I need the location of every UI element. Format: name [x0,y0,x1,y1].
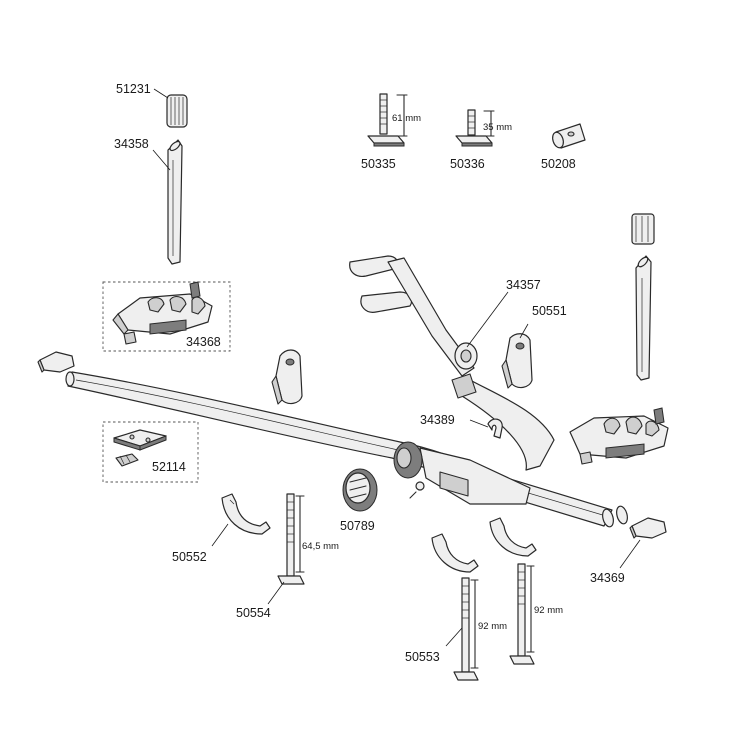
label-50552: 50552 [172,550,207,564]
label-34358: 34358 [114,137,149,151]
label-50553: 50553 [405,650,440,664]
part-34368-wheel-holder [112,281,213,345]
part-52114-plate [113,429,167,467]
label-34357: 34357 [506,278,541,292]
part-34358-tube [167,139,183,265]
part-50552-strap-clamp [221,493,271,535]
label-34369: 34369 [590,571,625,585]
kit-52114-box [102,421,199,483]
dimension-92mm-right: 92 mm [534,605,563,616]
label-50551: 50551 [532,304,567,318]
kit-34368-box [102,281,231,352]
label-34368: 34368 [186,335,221,349]
dimension-50335: 61 mm [392,113,421,124]
label-34389: 34389 [420,413,455,427]
strap-clamp-right [489,517,537,557]
part-51231-sleeve [166,94,188,128]
right-wheel-holder [569,407,669,465]
lock-housing [393,441,531,505]
center-clip [271,349,303,405]
part-50551-clip [501,333,533,389]
part-50553-bolt-left [453,577,479,681]
part-34357-frame-holder-arm [349,255,555,471]
label-50336: 50336 [450,157,485,171]
label-50554: 50554 [236,606,271,620]
part-50335-t-bolt [367,93,408,147]
part-50208-barrel-nut [552,123,586,149]
label-52114: 52114 [152,460,186,474]
left-end-cap [37,351,75,373]
label-51231: 51231 [116,82,151,96]
label-50335: 50335 [361,157,396,171]
dimension-50336: 35 mm [483,122,512,133]
part-50553-bolt-right [509,563,535,665]
dimension-50554: 64,5 mm [302,541,339,552]
part-34369-end-cap [629,517,667,539]
dimension-50553: 92 mm [478,621,507,632]
part-34389-clip [487,418,503,439]
right-sleeve [631,213,655,245]
label-50208: 50208 [541,157,576,171]
part-50554-bolt [277,493,305,585]
right-tube [635,255,652,381]
label-50789: 50789 [340,519,375,533]
part-50336-t-bolt [455,109,495,147]
strap-clamp-left [431,533,479,573]
part-50789-knob [342,468,378,512]
